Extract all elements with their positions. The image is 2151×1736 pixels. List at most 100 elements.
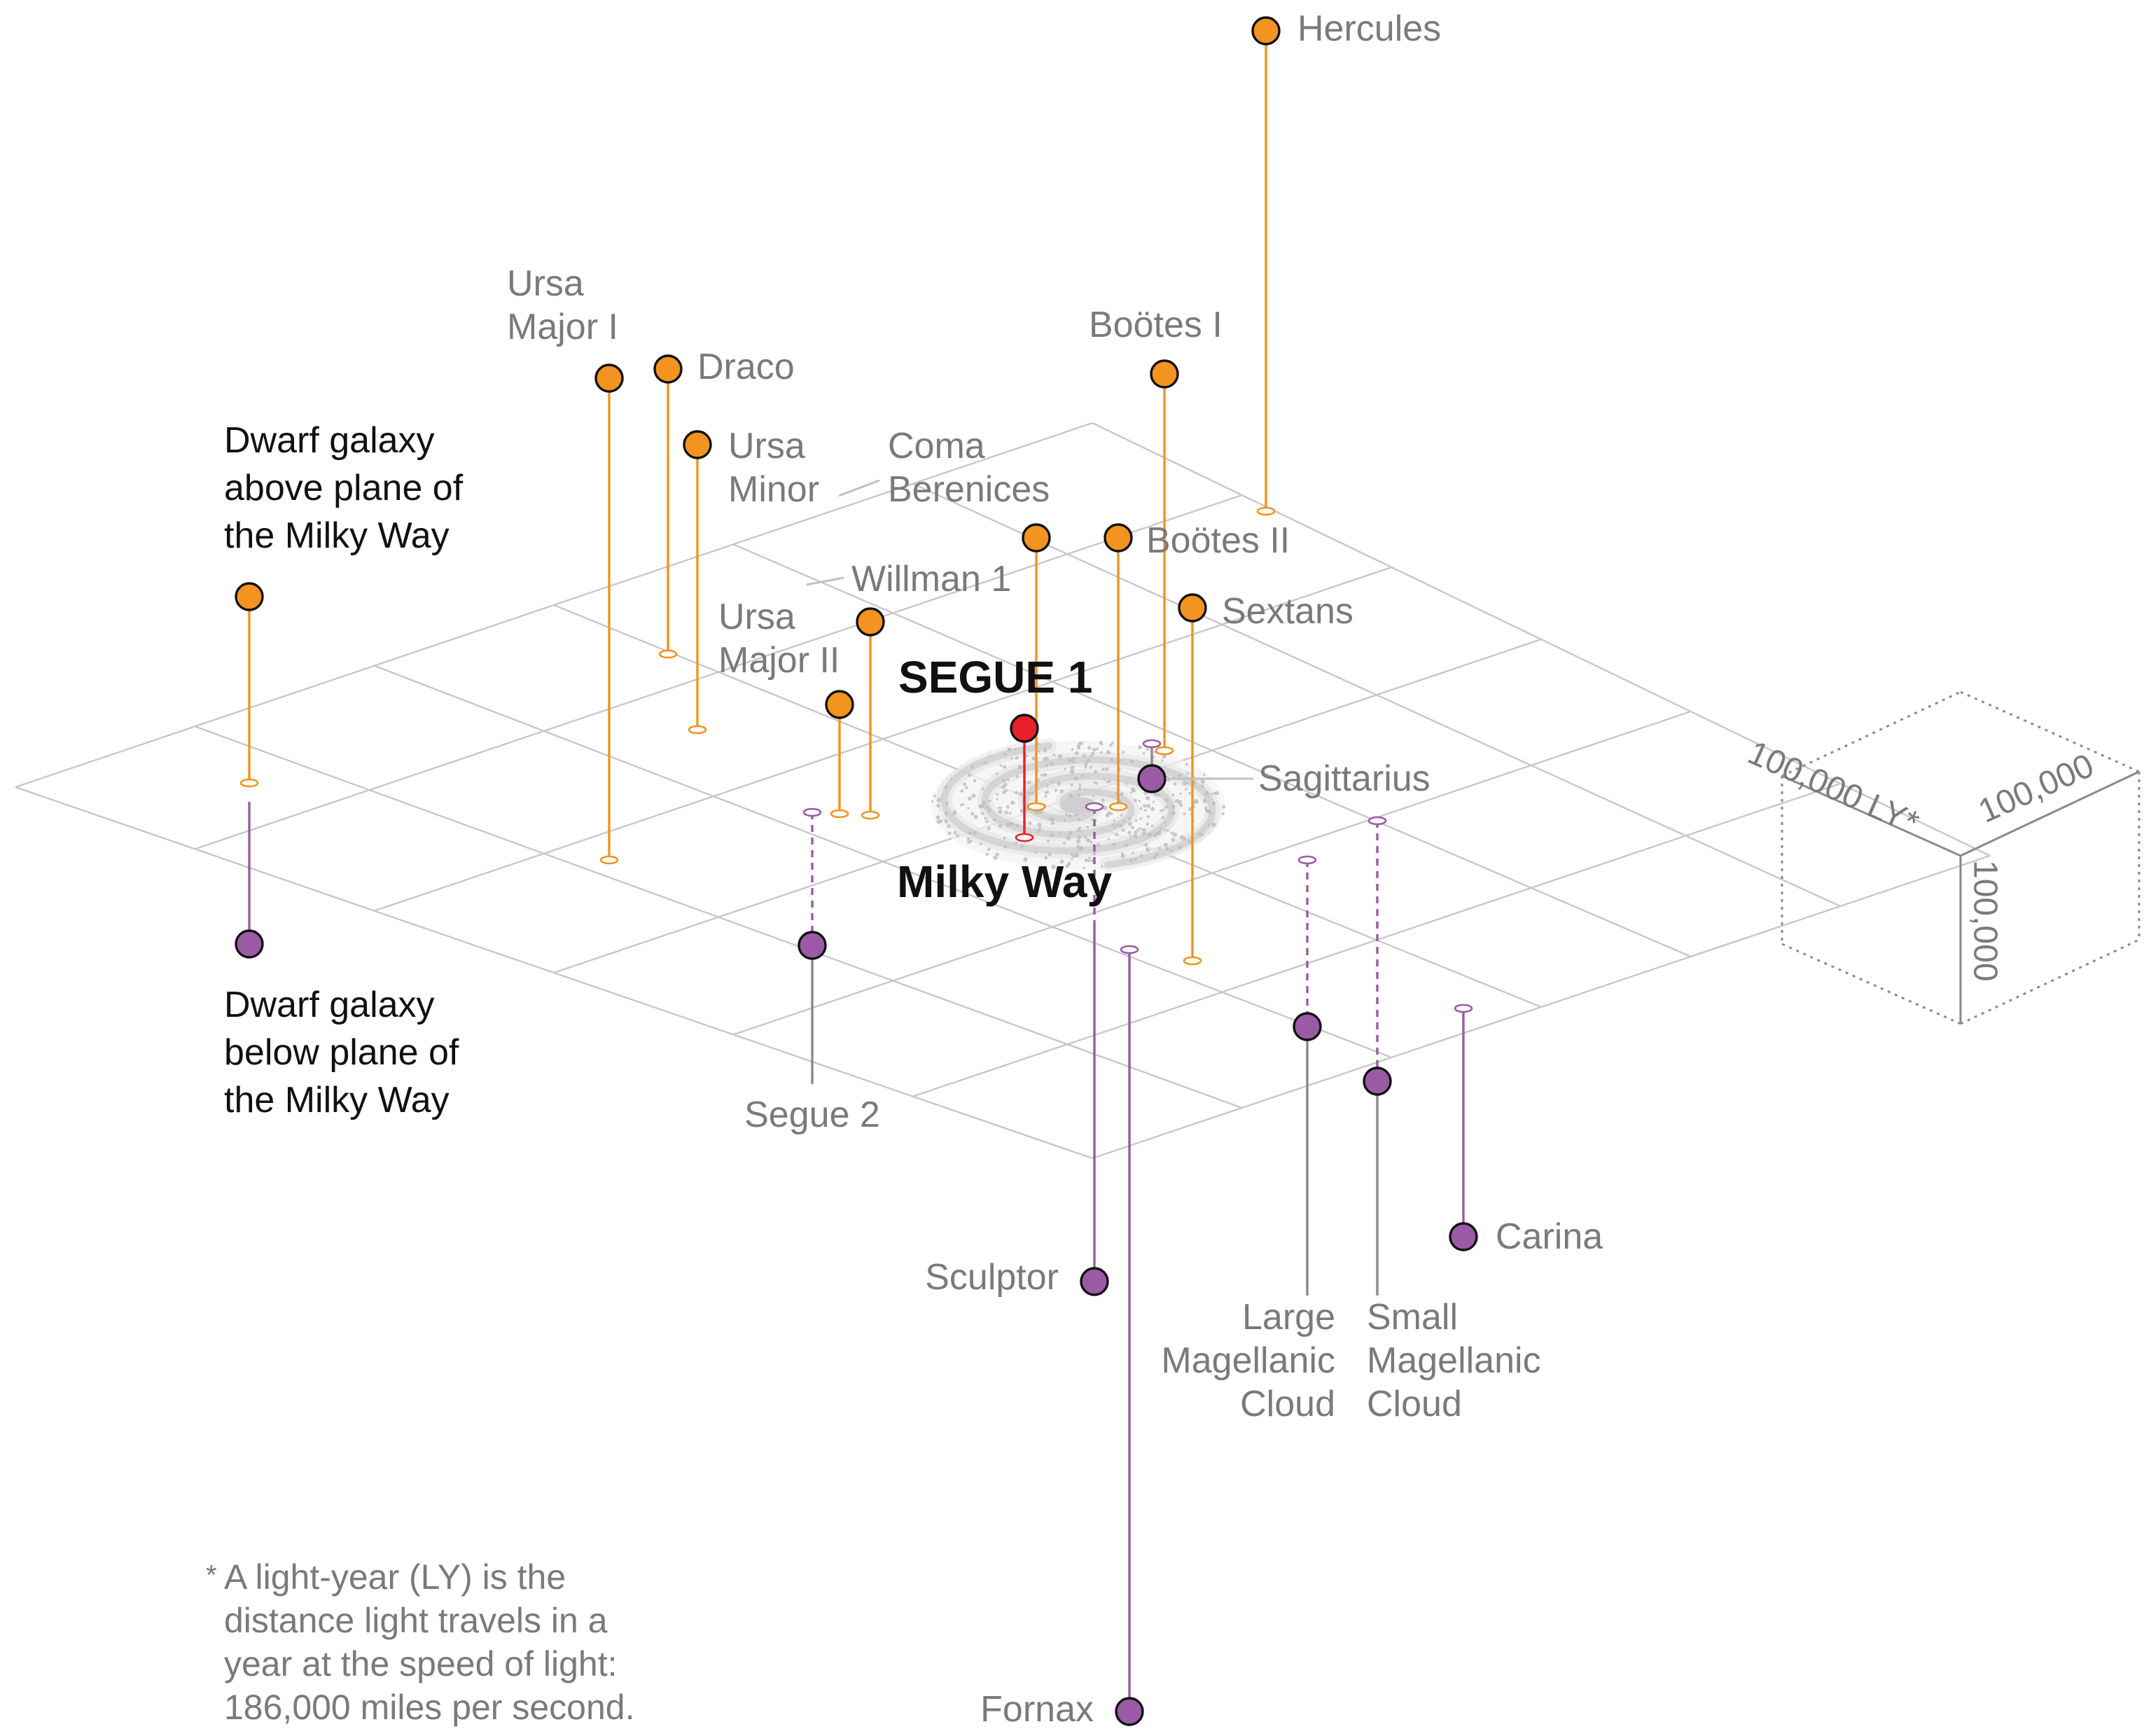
- sagittarius-marker: [1137, 764, 1167, 793]
- galaxy-star: [988, 755, 991, 758]
- galaxy-star: [1179, 803, 1183, 807]
- sagittarius-label-line: Sagittarius: [1258, 758, 1430, 799]
- sculptor-plane-marker: [1085, 802, 1104, 812]
- galaxy-star: [1113, 819, 1116, 823]
- galaxy-star: [1161, 759, 1164, 762]
- galaxy-star: [1099, 751, 1103, 754]
- galaxy-star: [1045, 784, 1049, 788]
- galaxy-star: [1181, 836, 1186, 841]
- galaxy-star: [1059, 789, 1064, 793]
- galaxy-star: [1146, 814, 1150, 819]
- galaxy-star: [1084, 763, 1088, 766]
- galaxy-star: [967, 837, 970, 841]
- large-magellanic-cloud-marker: [1293, 1012, 1322, 1041]
- galaxy-star: [973, 814, 978, 819]
- galaxy-star: [1072, 756, 1076, 761]
- galaxy-star: [1195, 798, 1199, 803]
- galaxy-star: [979, 842, 982, 846]
- galaxy-star: [1211, 822, 1216, 827]
- galaxy-star: [1170, 831, 1174, 835]
- galaxy-star: [1122, 751, 1125, 754]
- draco-marker: [653, 354, 683, 384]
- galaxy-star: [1143, 804, 1147, 808]
- galaxy-star: [1038, 750, 1040, 753]
- galaxy-star: [1129, 759, 1134, 763]
- galaxy-star: [936, 798, 942, 803]
- galaxy-star: [1008, 812, 1012, 815]
- galaxy-star: [995, 852, 999, 856]
- galaxy-star: [1125, 782, 1128, 786]
- galaxy-star: [1178, 845, 1182, 849]
- galaxy-star: [1129, 859, 1133, 863]
- galaxy-star: [1139, 807, 1143, 810]
- scale-edge-dotted: [1960, 690, 2140, 773]
- coma-berenices-label-line: Berenices: [888, 469, 1050, 510]
- bo-tes-i-marker: [1150, 359, 1179, 389]
- galaxy-star: [1010, 800, 1015, 805]
- galaxy-star: [1113, 826, 1117, 829]
- galaxy-star: [1132, 789, 1136, 793]
- galaxy-star: [945, 802, 949, 805]
- galaxy-star: [1121, 828, 1125, 833]
- galaxy-star: [1026, 780, 1031, 785]
- galaxy-star: [1068, 814, 1072, 818]
- galaxy-star: [1103, 805, 1108, 811]
- galaxy-star: [956, 833, 960, 838]
- galaxy-star: [1179, 792, 1182, 795]
- galaxy-star: [968, 796, 972, 801]
- galaxy-star: [1157, 831, 1162, 835]
- galaxy-star: [1066, 835, 1071, 840]
- galaxy-star: [1139, 854, 1143, 858]
- willman-1-label-leader: [806, 576, 844, 586]
- ursa-major-ii-plane-marker: [830, 809, 849, 819]
- galaxy-star: [1086, 759, 1090, 763]
- fornax-marker: [1115, 1697, 1144, 1726]
- galaxy-star: [998, 824, 1003, 828]
- sextans-marker: [1178, 593, 1207, 623]
- large-magellanic-cloud-plane-marker: [1297, 855, 1317, 865]
- galaxy-star: [1045, 764, 1048, 768]
- galaxy-star: [1197, 832, 1202, 836]
- galaxy-star: [1171, 804, 1176, 807]
- galaxy-star: [1031, 756, 1036, 761]
- galaxy-star: [1048, 817, 1052, 821]
- willman-1-label-line: Willman 1: [851, 559, 1011, 599]
- galaxy-star: [962, 782, 967, 786]
- galaxy-star: [1134, 857, 1137, 861]
- galaxy-star: [1040, 773, 1043, 777]
- galaxy-star: [996, 793, 999, 796]
- scale-edge-dotted: [1781, 690, 1961, 777]
- draco-label: Draco: [697, 347, 795, 387]
- galaxy-star: [1120, 814, 1123, 817]
- galaxy-star: [982, 800, 987, 805]
- galaxy-star: [1034, 851, 1038, 854]
- galaxy-star: [1062, 842, 1066, 845]
- galaxy-star: [967, 773, 972, 777]
- galaxy-star: [1084, 765, 1087, 769]
- galaxy-arm-glow: [936, 738, 1180, 859]
- galaxy-star: [1003, 753, 1007, 756]
- galaxy-star: [1059, 859, 1064, 864]
- galaxy-star: [1005, 789, 1008, 792]
- galaxy-star: [997, 806, 1001, 810]
- galaxy-star: [1115, 833, 1119, 837]
- galaxy-star: [1103, 778, 1106, 781]
- galactic-plane-grid: [15, 422, 1991, 1160]
- galaxy-star: [1057, 754, 1062, 759]
- galaxy-star: [1014, 748, 1017, 751]
- galaxy-star: [1091, 751, 1094, 755]
- galaxy-star: [1162, 754, 1167, 759]
- galaxy-star: [967, 807, 970, 810]
- footnote-text-line: A light-year (LY) is the: [224, 1557, 566, 1597]
- galaxy-star: [1100, 742, 1104, 746]
- galaxy-star: [1143, 809, 1147, 812]
- legend-below-marker: [235, 929, 264, 959]
- draco-label-line: Draco: [697, 347, 795, 387]
- galaxy-star: [1171, 793, 1175, 796]
- galaxy-star: [1010, 757, 1013, 760]
- fornax-plane-marker: [1120, 945, 1139, 954]
- galaxy-star: [1134, 831, 1138, 834]
